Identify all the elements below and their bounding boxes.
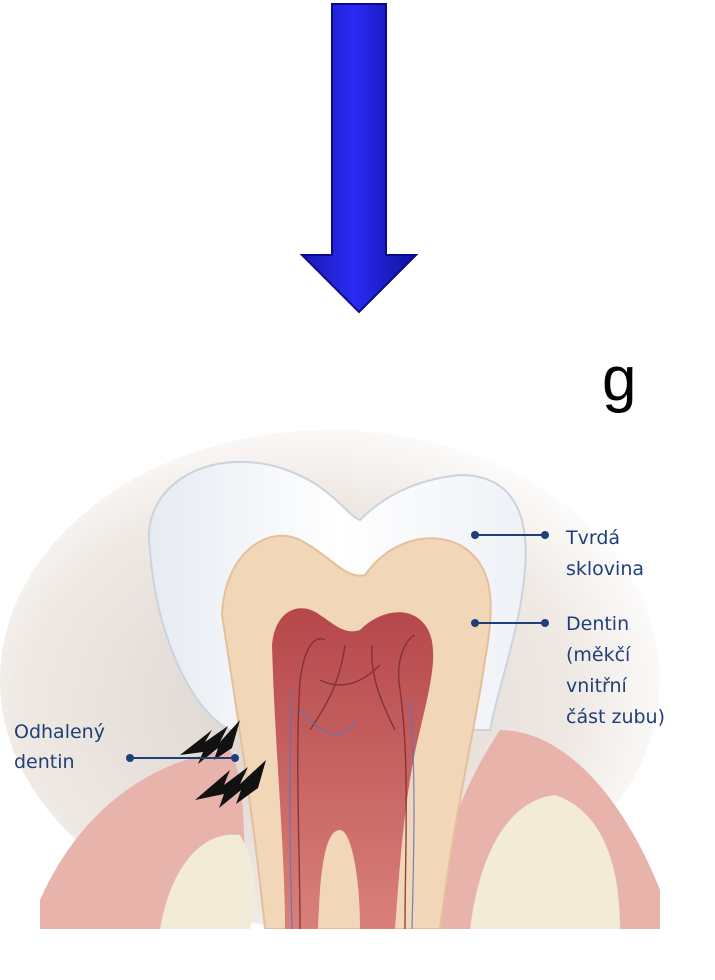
label-exposed-line1: Odhalený bbox=[14, 721, 105, 743]
label-exposed-line2: dentin bbox=[14, 751, 75, 773]
down-arrow-icon bbox=[298, 0, 420, 315]
label-enamel-line1: Tvrdá bbox=[565, 527, 620, 549]
label-enamel-line2: sklovina bbox=[566, 558, 644, 580]
slide-text-line-1: g bbox=[0, 340, 636, 420]
tooth-cross-section: Tvrdá sklovina Dentin (měkčí vnitřní čás… bbox=[0, 430, 715, 929]
label-dentin-line2: (měkčí bbox=[566, 644, 631, 666]
label-dentin-line1: Dentin bbox=[566, 613, 629, 635]
label-dentin-line3: vnitřní bbox=[566, 675, 628, 697]
label-dentin-line4: část zubu) bbox=[566, 706, 665, 728]
